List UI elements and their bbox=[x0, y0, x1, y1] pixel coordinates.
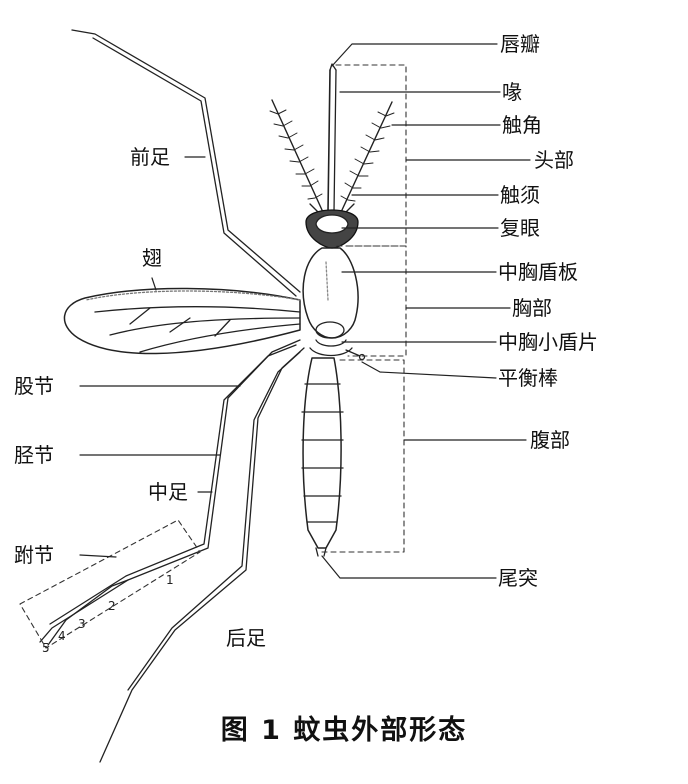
tarsal-segment-2: 2 bbox=[108, 599, 116, 613]
region-brackets bbox=[19, 64, 407, 649]
label-haltere: 平衡棒 bbox=[498, 366, 558, 390]
foreleg-drawing bbox=[71, 29, 301, 297]
label-hindleg: 后足 bbox=[226, 626, 266, 650]
wing-drawing bbox=[63, 287, 301, 355]
figure-caption: 图 1 蚊虫外部形态 bbox=[220, 715, 468, 746]
label-proboscis: 喙 bbox=[502, 80, 522, 104]
leader-lines bbox=[79, 43, 531, 579]
label-proboscis-labrum: 唇瓣 bbox=[500, 32, 540, 56]
label-compound-eye: 复眼 bbox=[500, 216, 540, 240]
label-head: 头部 bbox=[534, 148, 574, 172]
label-abdomen: 腹部 bbox=[530, 428, 570, 452]
label-scutellum: 中胸小盾片 bbox=[498, 330, 598, 354]
label-thorax: 胸部 bbox=[512, 296, 552, 320]
label-scutum: 中胸盾板 bbox=[498, 260, 578, 284]
label-tibia: 胫节 bbox=[14, 443, 54, 467]
tarsal-segment-5: 5 bbox=[42, 641, 50, 655]
label-antenna: 触角 bbox=[502, 113, 542, 137]
label-cercus: 尾突 bbox=[498, 566, 538, 590]
head-drawing bbox=[269, 63, 395, 249]
label-foreleg: 前足 bbox=[130, 145, 170, 169]
hindleg-drawing bbox=[99, 347, 305, 763]
abdomen-drawing bbox=[301, 357, 344, 557]
tarsal-segment-4: 4 bbox=[58, 629, 66, 643]
tarsal-segment-3: 3 bbox=[78, 617, 86, 631]
label-tarsus: 跗节 bbox=[14, 543, 54, 567]
label-femur: 股节 bbox=[14, 374, 54, 398]
label-wing: 翅 bbox=[142, 246, 162, 270]
tarsal-segment-1: 1 bbox=[166, 573, 174, 587]
thorax-drawing bbox=[302, 247, 366, 361]
label-midleg: 中足 bbox=[148, 480, 188, 504]
label-palp: 触须 bbox=[500, 183, 540, 207]
midleg-drawing bbox=[39, 339, 301, 646]
